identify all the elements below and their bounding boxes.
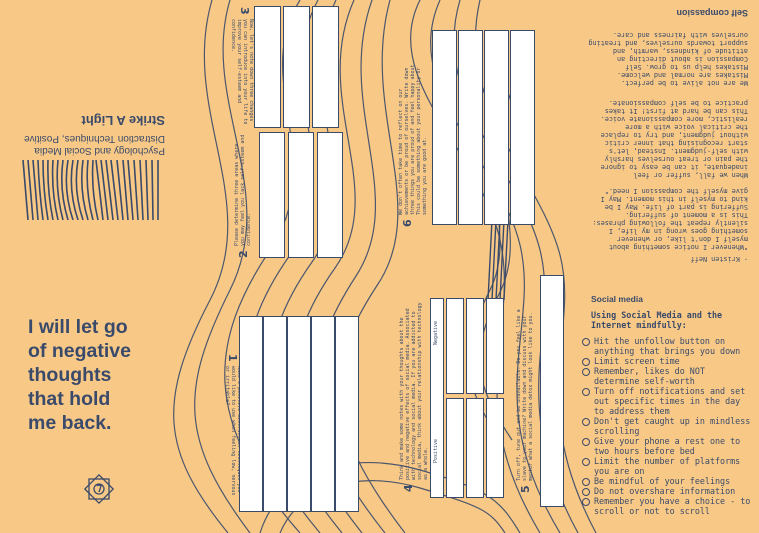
answer-field-1c[interactable] [287,316,311,512]
cover-subtitle-2: Psychology and Social Media [34,145,165,156]
prompt-6-text: We don't often take time to reflect on o… [398,61,428,215]
answer-field-4d[interactable] [446,398,464,498]
list-item: Remember, likes do NOT determine self-wo… [582,366,754,386]
negative-label: Negative [433,320,440,346]
answer-field-3b[interactable] [283,6,310,128]
affirmation-line-5: me back. [28,412,112,434]
list-item: Remember you have a choice - to scroll o… [582,496,754,516]
prompt-2: 2 Please determine three areas where you… [228,130,262,260]
answer-field-4b[interactable] [466,298,484,394]
answer-field-4a[interactable] [446,298,464,394]
list-item: Do not overshare information [582,486,754,496]
answer-field-2a[interactable] [259,132,285,258]
answer-field-6a[interactable] [432,30,457,225]
prompt-4-number: 4 [402,484,415,492]
list-item: Limit screen time [582,356,754,366]
prompt-3-number: 3 [238,7,251,15]
social-media-intro: Using Social Media and the Internet mind… [591,310,723,330]
prompt-3-text: Now, let's note down three changes you c… [230,19,254,125]
answer-field-6b[interactable] [458,30,483,225]
list-item: Don't get caught up in mindless scrollin… [582,416,754,436]
prompt-2-text: Please determine three areas where you m… [234,134,252,246]
prompt-5: 5 Turn off, tune out and be unavailable.… [510,298,540,496]
answer-field-6c[interactable] [484,30,509,225]
answer-field-2b[interactable] [288,132,314,258]
answer-field-1e[interactable] [335,316,359,512]
prompt-4: 4 Think and make some notes with your th… [393,300,429,495]
list-item: Be mindful of your feelings [582,476,754,486]
answer-field-4e[interactable] [466,398,484,498]
self-compassion-heading: Self compassion [676,8,748,18]
prompt-6: 6 We don't often take time to reflect on… [392,55,432,230]
list-item: Give your phone a rest one to two hours … [582,436,754,456]
list-item: Hit the unfollow button on anything that… [582,336,754,356]
star-badge-icon [83,473,115,505]
self-compassion-p2: When we fall, suffer or feel inadequate,… [600,99,748,179]
answer-field-5[interactable] [540,275,564,507]
answer-field-2c[interactable] [317,132,343,258]
prompt-4-text: Think and make some notes with your thou… [399,302,429,480]
quote-author: - Kristen Neff [690,255,748,263]
affirmation-line-4: that hold [28,388,111,410]
self-compassion-p3: "Whenever I notice something about mysel… [592,187,749,251]
affirmation-line-1: I will let go [28,316,128,338]
self-compassion-panel: Self compassion We are not alive to be p… [582,0,754,265]
list-item: Turn off notifications and set out speci… [582,386,754,416]
prompt-6-number: 6 [401,219,414,227]
answer-field-4c[interactable] [486,298,504,394]
social-media-panel: Social media Using Social Media and the … [582,294,754,516]
answer-field-1d[interactable] [311,316,335,512]
wave-lines-graphic [22,160,159,220]
prompt-1-number: 1 [226,354,239,362]
affirmation: I will let go of negative thoughts that … [28,315,131,435]
prompt-2-number: 2 [237,250,250,258]
answer-field-4f[interactable] [486,398,504,498]
social-media-heading: Social media [591,294,643,304]
social-media-list: Hit the unfollow button on anything that… [582,336,754,516]
positive-column[interactable] [430,298,444,498]
prompt-5-text: Turn off, tune out and be unavailable. D… [516,309,534,481]
answer-field-1b[interactable] [263,316,287,512]
prompt-5-number: 5 [519,485,532,493]
affirmation-line-3: thoughts [28,364,112,386]
list-item: Limit the number of platforms you are on [582,456,754,476]
positive-label: Positive [433,438,440,464]
answer-field-3a[interactable] [254,6,281,128]
answer-field-6d[interactable] [510,30,535,225]
cover-subtitle-1: Distraction Techniques, Positive [24,133,165,144]
answer-field-3c[interactable] [312,6,339,128]
self-compassion-p1: We are not alive to be perfect. Mistakes… [588,31,748,87]
affirmation-line-2: of negative [28,340,131,362]
cover-title: Strike A Light [81,113,165,128]
answer-field-1a[interactable] [239,316,263,512]
cover-panel: Strike A Light Distraction Techniques, P… [18,90,183,220]
